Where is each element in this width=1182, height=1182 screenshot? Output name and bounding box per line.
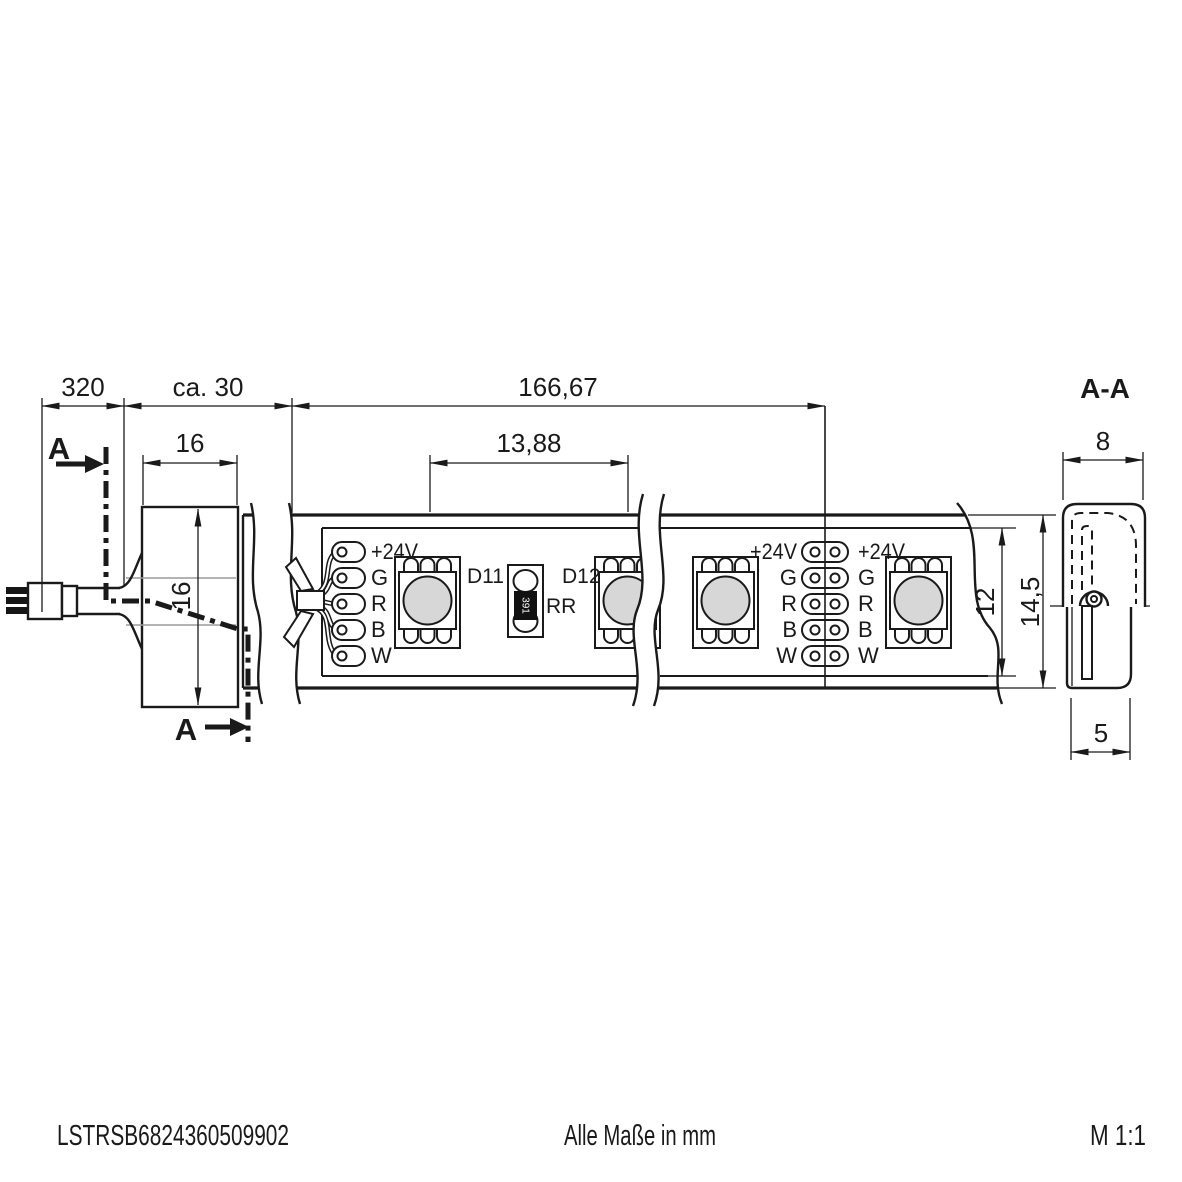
section-marker-bottom: A: [175, 712, 197, 747]
led-module: [885, 556, 952, 649]
pad-label: G: [780, 565, 797, 590]
pad-label: R: [858, 591, 874, 616]
section-view-aa: [1050, 502, 1150, 690]
section-cut-marks: A A: [48, 431, 251, 747]
plug-pin: [6, 587, 29, 594]
dim-cap-width: 16: [176, 428, 205, 458]
pad-label: G: [371, 565, 388, 590]
break-line: [652, 493, 666, 707]
resistor-value: 391: [520, 597, 531, 614]
cable-stub: [296, 590, 325, 611]
end-cap: [118, 505, 240, 709]
break-line: [956, 502, 1004, 705]
scale-note: M 1:1: [1090, 1120, 1146, 1152]
dim-lead: ca. 30: [173, 372, 244, 402]
pad-label: W: [776, 643, 797, 668]
pcb-segment-2: [660, 527, 988, 677]
pad-label: +24V: [750, 539, 797, 564]
section-arrowhead: [230, 718, 249, 736]
pad-label: R: [781, 591, 797, 616]
pad-label: +24V: [858, 539, 905, 564]
pad-label: B: [858, 617, 873, 642]
ref-rr: RR: [546, 595, 576, 618]
wire-shroud: [284, 556, 315, 593]
part-number: LSTRSB6824360509902: [57, 1120, 289, 1152]
profile-bottom: [1065, 607, 1133, 690]
section-arrowhead: [85, 455, 104, 473]
break-line: [287, 502, 302, 705]
end-cap-body: [140, 505, 240, 709]
dim-profile-bottom-width: 5: [1094, 718, 1108, 748]
dim-sleeve-height: 14,5: [1015, 577, 1045, 628]
pad-label: B: [371, 617, 386, 642]
ref-d12: D12: [562, 565, 601, 588]
pad-label: B: [782, 617, 797, 642]
pad-label: R: [371, 591, 387, 616]
hidden-contour: [1071, 512, 1137, 604]
strain-relief: [118, 612, 144, 650]
dim-profile-width: 8: [1096, 426, 1110, 456]
resistor: 391: [507, 564, 544, 638]
dim-pcb-height: 12: [970, 588, 1000, 617]
profile-top: [1061, 502, 1147, 607]
dimensions: 320 ca. 30 166,67 16 13,88 8 5 16 12 14,…: [41, 372, 1144, 760]
pad-label: G: [858, 565, 875, 590]
dim-segment: 166,67: [518, 372, 598, 402]
led-module: [692, 556, 759, 649]
dim-led-pitch: 13,88: [496, 428, 561, 458]
feed-cable-plug: [6, 581, 120, 621]
plug-body: [26, 581, 64, 621]
plug-pin: [6, 607, 29, 614]
pad-label: W: [371, 643, 392, 668]
wire-core: [1090, 595, 1098, 603]
plug-ferrule: [60, 584, 79, 618]
break-line: [631, 493, 645, 707]
pad-label: W: [858, 643, 879, 668]
ref-d11: D11: [467, 565, 504, 588]
hidden-pcb-slot: [1081, 524, 1093, 590]
wire-shroud: [282, 609, 315, 649]
led-strip: +24V G R B W D11 D12 391 RR +: [241, 493, 1058, 707]
section-marker-top: A: [48, 431, 70, 466]
plug-pin: [6, 597, 29, 604]
title-block: LSTRSB6824360509902 Alle Maße in mm M 1:…: [57, 1120, 1146, 1152]
led-d11: [394, 556, 461, 649]
break-line: [249, 502, 264, 705]
section-title: A-A: [1080, 373, 1130, 404]
pcb-edge: [1081, 605, 1093, 680]
section-cut-line: [103, 447, 251, 742]
units-note: Alle Maße in mm: [564, 1120, 716, 1152]
strain-relief: [118, 552, 144, 590]
resistor-body: [514, 591, 537, 620]
dim-cable-length: 320: [61, 372, 104, 402]
